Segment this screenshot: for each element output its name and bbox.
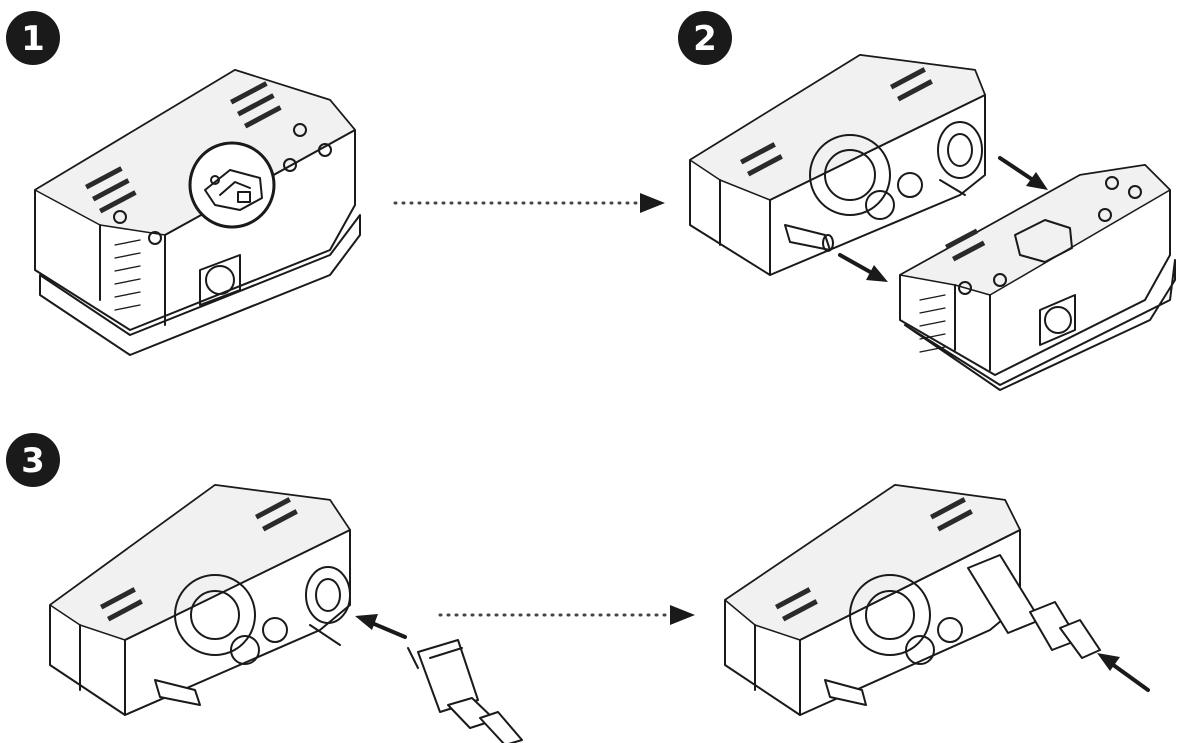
dotted-arrow-bottom bbox=[438, 605, 695, 625]
step-3-badge: 3 bbox=[6, 433, 60, 487]
insert-arrow-right bbox=[1097, 653, 1150, 692]
separation-arrow-lower bbox=[838, 253, 888, 282]
step-2-badge: 2 bbox=[678, 11, 732, 65]
separation-arrow-upper bbox=[998, 156, 1048, 190]
step-2-right-half bbox=[899, 164, 1176, 391]
dotted-arrow-top bbox=[393, 193, 665, 213]
step-2-left-half bbox=[689, 54, 986, 276]
insert-arrow-left bbox=[355, 614, 407, 639]
latch-detail bbox=[204, 169, 263, 211]
step-2-number: 2 bbox=[693, 19, 717, 59]
step-3-unit-before bbox=[49, 484, 351, 716]
step-1-closed-unit bbox=[34, 69, 361, 356]
step-3-unit-after bbox=[724, 484, 1101, 716]
cable-plug bbox=[407, 639, 523, 743]
step-1-number: 1 bbox=[21, 19, 45, 59]
step-3-number: 3 bbox=[21, 441, 45, 481]
step-1-badge: 1 bbox=[6, 11, 60, 65]
